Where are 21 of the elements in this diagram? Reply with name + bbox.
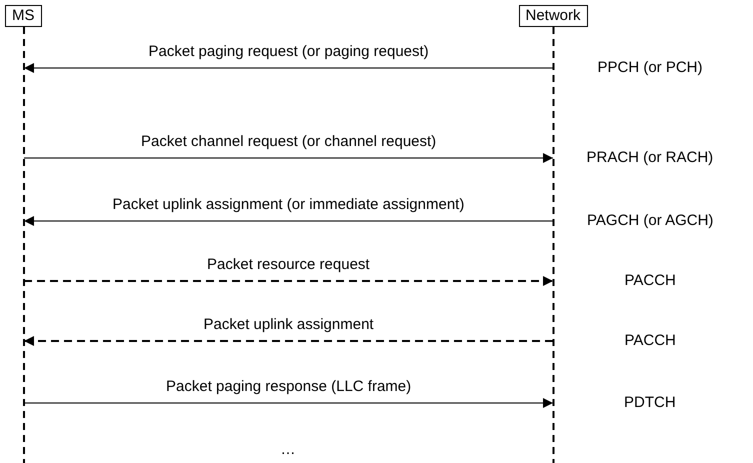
message-label: Packet paging response (LLC frame) bbox=[166, 378, 412, 396]
message-arrow bbox=[24, 153, 554, 163]
channel-label: PPCH (or PCH) bbox=[598, 59, 703, 77]
channel-label: PACCH bbox=[624, 332, 676, 350]
ellipsis: … bbox=[280, 441, 296, 459]
message-arrow bbox=[24, 63, 554, 73]
message-arrow bbox=[24, 336, 553, 346]
channel-label: PRACH (or RACH) bbox=[586, 149, 714, 167]
channel-label: PAGCH (or AGCH) bbox=[587, 212, 714, 230]
message-arrow bbox=[24, 276, 553, 286]
message-label: Packet channel request (or channel request) bbox=[141, 133, 436, 151]
channel-label: PACCH bbox=[624, 272, 676, 290]
channel-label: PDTCH bbox=[624, 394, 676, 412]
message-label: Packet resource request bbox=[207, 256, 370, 274]
message-arrow bbox=[24, 216, 554, 226]
message-label: Packet paging request (or paging request) bbox=[148, 43, 429, 61]
message-label: Packet uplink assignment bbox=[204, 316, 374, 334]
message-label: Packet uplink assignment (or immediate assignment) bbox=[112, 196, 464, 214]
message-arrow bbox=[24, 398, 554, 408]
participant-box: Network bbox=[518, 5, 588, 27]
participant-box: MS bbox=[5, 5, 42, 27]
